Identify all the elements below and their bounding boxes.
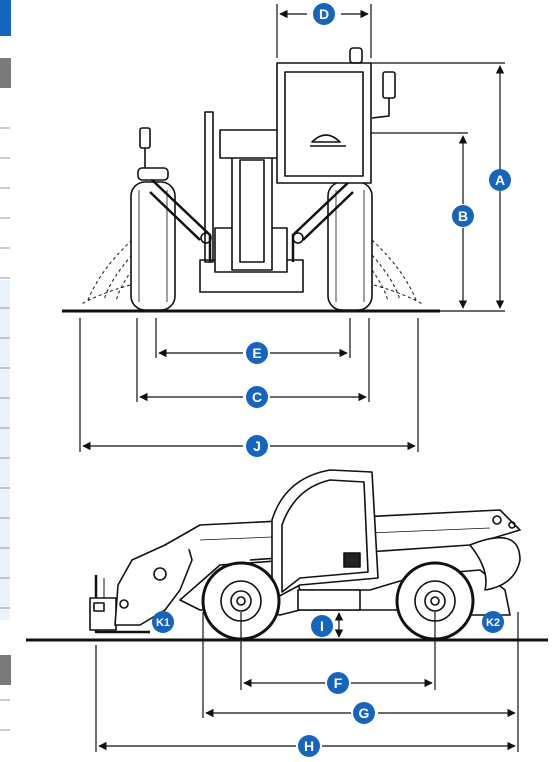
label-f: F bbox=[334, 675, 343, 691]
sidebar-tab-grey-lower bbox=[0, 655, 11, 685]
label-h: H bbox=[304, 738, 314, 754]
dimension-badge-f: F bbox=[327, 672, 349, 694]
label-a: A bbox=[495, 172, 505, 188]
dimension-badge-e: E bbox=[246, 342, 268, 364]
dimension-badge-d: D bbox=[313, 3, 335, 25]
dimension-badge-i: I bbox=[311, 615, 333, 637]
label-e: E bbox=[252, 345, 261, 361]
side-dimension-lines bbox=[95, 612, 519, 752]
label-g: G bbox=[359, 705, 370, 721]
dimension-badge-h: H bbox=[298, 735, 320, 757]
label-c: C bbox=[252, 389, 262, 405]
front-right-tyre bbox=[327, 181, 373, 311]
dimension-badge-g: G bbox=[353, 702, 375, 724]
label-i: I bbox=[320, 618, 324, 634]
dimension-badge-c: C bbox=[246, 386, 268, 408]
label-k2: K2 bbox=[486, 617, 500, 629]
side-view-machine bbox=[26, 469, 548, 642]
side-cab bbox=[271, 469, 379, 601]
dimension-badge-a: A bbox=[489, 169, 511, 191]
label-b: B bbox=[458, 208, 468, 224]
dimension-badge-k1: K1 bbox=[152, 611, 174, 633]
front-cab bbox=[276, 62, 372, 184]
sidebar-tab-blue bbox=[0, 0, 11, 36]
dimension-badge-b: B bbox=[452, 205, 474, 227]
front-left-tyre bbox=[130, 181, 176, 311]
front-dimension-lines bbox=[79, 4, 505, 452]
label-k1: K1 bbox=[156, 617, 170, 629]
left-sidebar-strip bbox=[0, 0, 11, 731]
dimension-badge-j: J bbox=[246, 435, 268, 457]
label-d: D bbox=[319, 6, 329, 22]
sidebar-tab-grey bbox=[0, 58, 11, 88]
dimension-badge-k2: K2 bbox=[482, 611, 504, 633]
front-view-machine bbox=[62, 47, 440, 313]
label-j: J bbox=[253, 438, 261, 454]
